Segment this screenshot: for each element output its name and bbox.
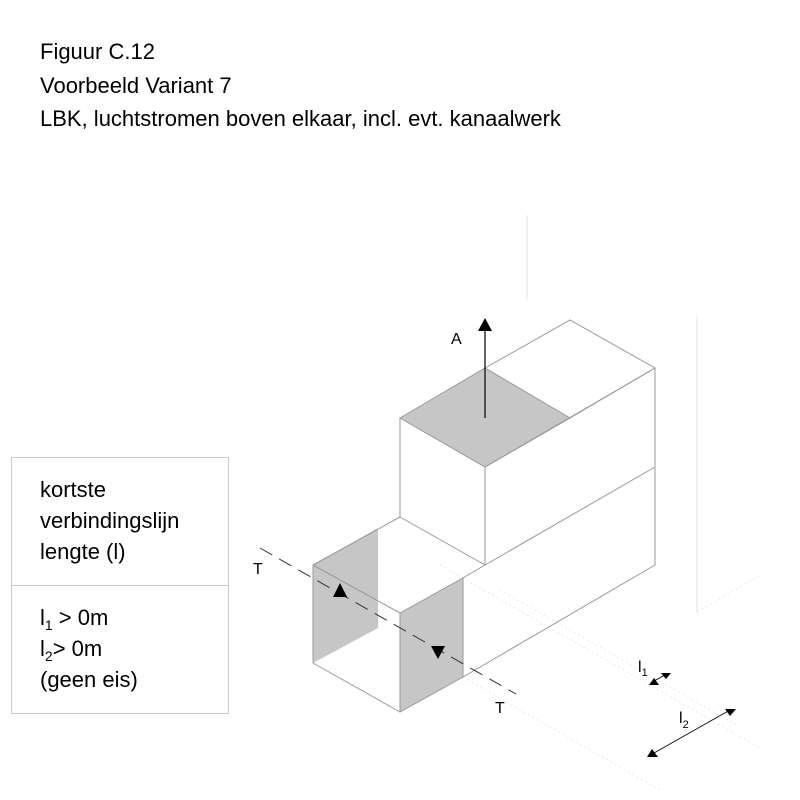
legend-divider: [12, 585, 228, 586]
dimension-l1: l1: [638, 659, 671, 685]
figure-description: LBK, luchtstromen boven elkaar, incl. ev…: [40, 106, 561, 131]
figure-subtitle: Voorbeeld Variant 7: [40, 73, 232, 98]
legend-heading: kortste verbindingslijn lengte (l): [40, 474, 179, 567]
faint-guides: [439, 215, 761, 791]
dimension-l2: l2: [647, 709, 736, 757]
exhaust-arrow-icon: [478, 318, 492, 331]
label-t-start: T: [253, 561, 263, 578]
label-t-end: T: [495, 700, 505, 717]
condition-l2: l2> 0m: [40, 636, 103, 664]
legend-box: kortste verbindingslijn lengte (l) l1 > …: [11, 457, 229, 714]
svg-text:l1: l1: [638, 659, 648, 679]
legend-heading-line: kortste: [40, 477, 107, 502]
label-a: A: [451, 331, 462, 348]
legend-heading-line: verbindingslijn: [40, 508, 180, 533]
legend-conditions: l1 > 0m l2> 0m (geen eis): [40, 602, 138, 695]
lower-block: [312, 516, 486, 713]
legend-heading-line: lengte (l): [40, 539, 126, 564]
intake-face-right: [399, 577, 464, 713]
condition-l1: l1 > 0m: [40, 605, 109, 633]
figure-number: Figuur C.12: [40, 39, 155, 64]
condition-note: (geen eis): [40, 667, 138, 692]
svg-text:l2: l2: [679, 710, 689, 731]
arrow-up-icon: [333, 583, 347, 597]
section-line-t: [259, 547, 517, 695]
arrow-down-icon: [431, 646, 445, 659]
